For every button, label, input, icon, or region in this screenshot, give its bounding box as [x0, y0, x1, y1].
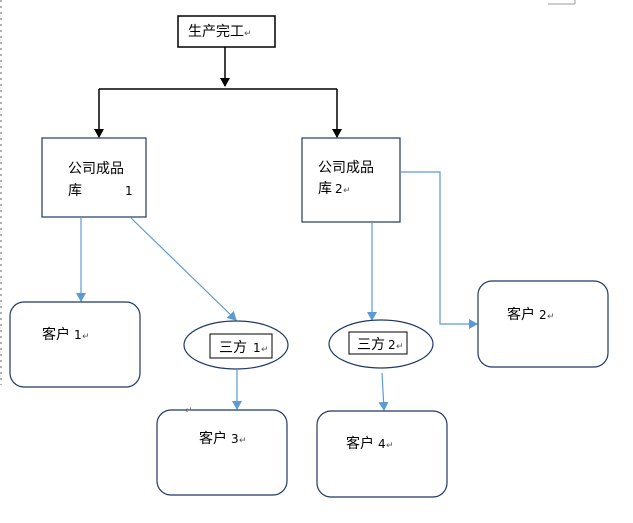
warehouse2-label-line1: 公司成品 — [318, 160, 374, 176]
warehouse1-label-line2: 库 — [68, 183, 82, 199]
warehouse2-number: 2 — [335, 182, 343, 196]
edge-warehouse2-customer2 — [401, 171, 478, 329]
customer4-label: 客户 — [346, 435, 374, 452]
warehouse2-label-line2: 库 — [318, 181, 332, 197]
node-production: 生产完工 ↵ — [177, 15, 276, 48]
production-return-mark: ↵ — [244, 29, 252, 39]
edge-thirdparty2-customer4 — [378, 372, 389, 411]
edges-black — [94, 47, 342, 138]
customer3-top-return-mark: ↵ — [185, 406, 193, 416]
node-customer2: 客户 2 ↵ — [477, 280, 609, 368]
node-customer3: ↵ 客户 3 ↵ — [156, 406, 288, 496]
customer2-label: 客户 — [507, 306, 535, 323]
third-party1-return-mark: ↵ — [261, 345, 269, 355]
node-customer4: 客户 4 ↵ — [316, 410, 448, 498]
node-third-party1: 三方 1 ↵ — [183, 320, 289, 370]
customer3-return-mark: ↵ — [239, 436, 247, 446]
third-party2-label: 三方 — [357, 337, 385, 353]
customer2-return-mark: ↵ — [547, 312, 555, 322]
production-label: 生产完工 — [188, 24, 244, 40]
node-warehouse2: 公司成品 库 2 ↵ — [301, 137, 401, 223]
customer3-number: 3 — [231, 432, 239, 446]
third-party2-number: 2 — [388, 338, 396, 352]
customer1-label: 客户 — [42, 326, 70, 343]
node-customer1: 客户 1 ↵ — [9, 301, 141, 388]
customer1-number: 1 — [74, 328, 82, 342]
third-party1-number: 1 — [253, 341, 261, 355]
third-party1-label: 三方 — [219, 340, 247, 356]
third-party2-return-mark: ↵ — [396, 342, 404, 352]
customer4-return-mark: ↵ — [386, 441, 394, 451]
warehouse1-number: 1 — [125, 184, 133, 198]
warehouse2-return-mark: ↵ — [343, 186, 351, 196]
edges-blue — [76, 171, 478, 411]
customer4-number: 4 — [378, 437, 386, 451]
warehouse1-label-line1: 公司成品 — [68, 161, 124, 177]
customer2-number: 2 — [539, 308, 547, 322]
customer3-label: 客户 — [199, 430, 227, 447]
node-third-party2: 三方 2 ↵ — [328, 319, 434, 369]
edge-warehouse1-thirdparty1 — [130, 217, 237, 321]
node-warehouse1: 公司成品 库 1 — [41, 137, 147, 218]
customer1-return-mark: ↵ — [82, 332, 90, 342]
